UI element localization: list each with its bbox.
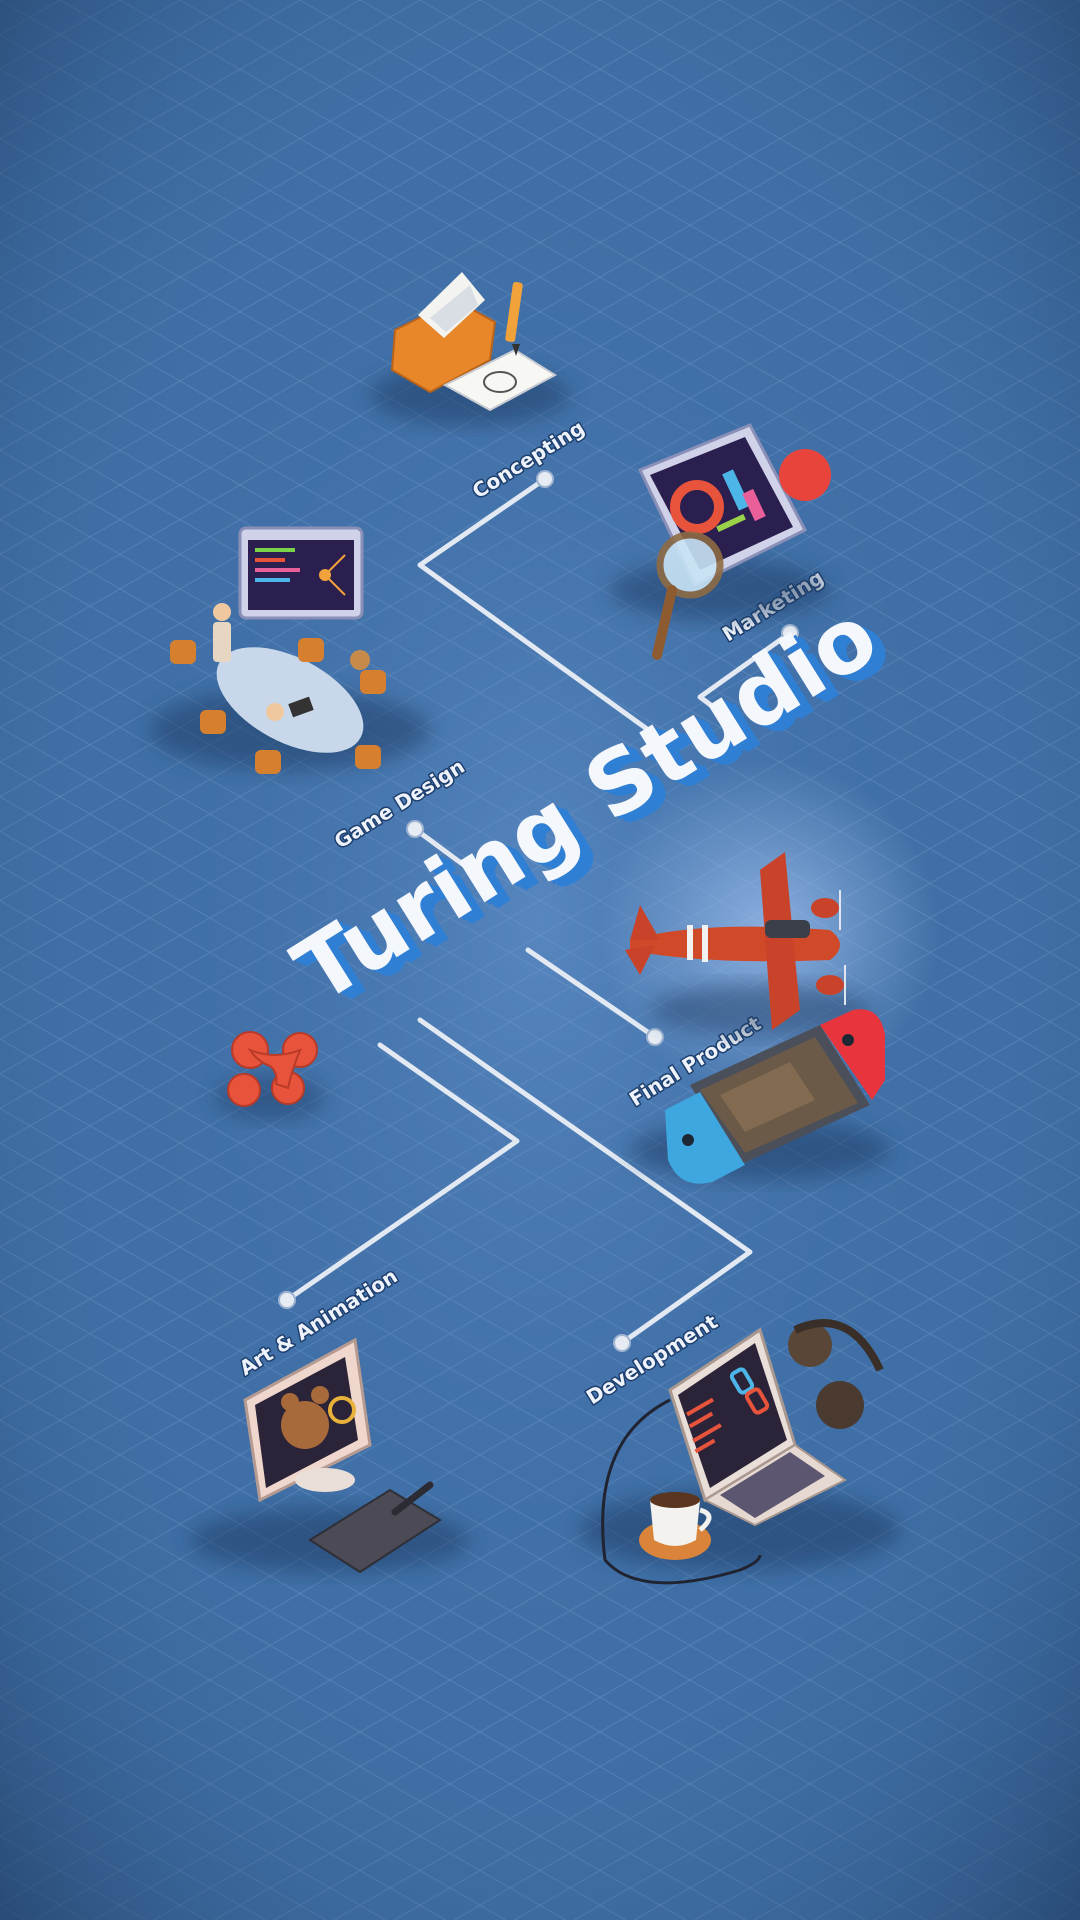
airplane-icon bbox=[625, 852, 870, 1036]
dot-marketing bbox=[781, 624, 799, 642]
path-development bbox=[417, 1017, 753, 1346]
dot-game-design bbox=[406, 820, 424, 838]
path-game-design bbox=[412, 826, 483, 880]
dot-art-animation bbox=[278, 1291, 296, 1309]
dot-concepting bbox=[536, 470, 554, 488]
dot-development bbox=[613, 1334, 631, 1352]
path-end-dots bbox=[278, 470, 799, 1352]
laptop-headphones-coffee-icon bbox=[580, 1319, 900, 1585]
drawing-tablet-monitor-icon bbox=[190, 1337, 470, 1574]
dot-final-product bbox=[646, 1028, 664, 1046]
monitor-chart-magnifier-icon bbox=[610, 423, 831, 660]
path-art-animation bbox=[284, 1042, 520, 1303]
turing-logo-icon bbox=[215, 1031, 325, 1120]
connector-paths bbox=[284, 476, 793, 1346]
path-concepting bbox=[417, 476, 668, 745]
path-marketing bbox=[697, 630, 793, 715]
meeting-table-icon bbox=[150, 526, 430, 774]
path-final-product bbox=[525, 947, 658, 1040]
handheld-console-icon bbox=[630, 1009, 890, 1184]
folder-notepad-pencil-icon bbox=[370, 272, 570, 425]
